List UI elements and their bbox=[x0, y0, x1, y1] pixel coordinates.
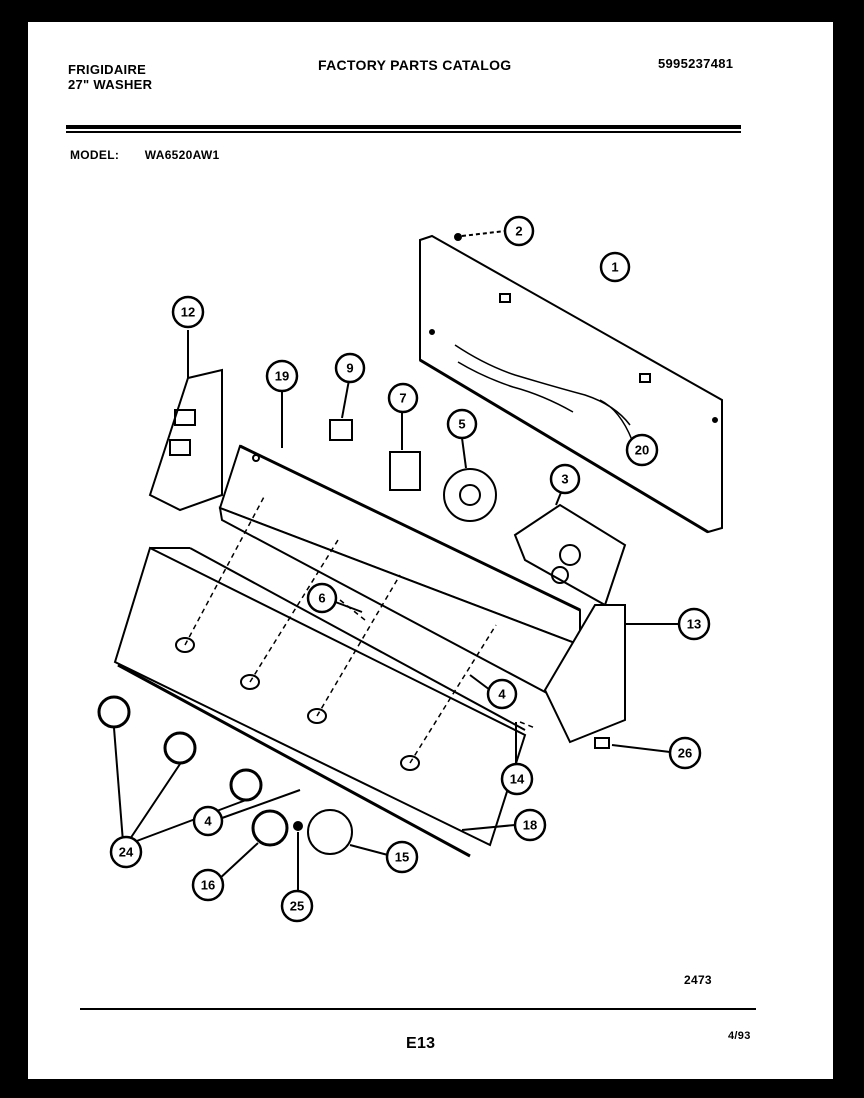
svg-text:2: 2 bbox=[515, 224, 522, 239]
screw-part bbox=[454, 230, 506, 241]
callout-6: 6 bbox=[306, 582, 338, 614]
revision-date: 4/93 bbox=[728, 1030, 751, 1042]
callout-1: 1 bbox=[599, 251, 631, 283]
svg-text:9: 9 bbox=[346, 361, 353, 376]
footer-rule bbox=[80, 1008, 756, 1010]
callout-4b: 4 bbox=[192, 805, 224, 837]
drawing-ref: 2473 bbox=[684, 973, 712, 987]
svg-text:25: 25 bbox=[290, 899, 304, 914]
svg-text:24: 24 bbox=[119, 845, 134, 860]
callout-5: 5 bbox=[446, 408, 478, 440]
leader-lines bbox=[184, 494, 536, 764]
timer-part bbox=[443, 437, 497, 522]
callout-12: 12 bbox=[171, 295, 205, 329]
callout-20: 20 bbox=[625, 433, 659, 467]
svg-text:26: 26 bbox=[678, 746, 692, 761]
svg-text:15: 15 bbox=[395, 850, 409, 865]
callout-2: 2 bbox=[503, 215, 535, 247]
svg-text:14: 14 bbox=[510, 772, 525, 787]
wire-lead bbox=[599, 399, 633, 441]
header-rule-thick bbox=[66, 125, 741, 129]
svg-text:20: 20 bbox=[635, 443, 649, 458]
callout-24: 24 bbox=[109, 835, 143, 869]
svg-text:7: 7 bbox=[399, 391, 406, 406]
catalog-number: 5995237481 bbox=[658, 56, 734, 71]
callout-25: 25 bbox=[280, 889, 314, 923]
svg-text:19: 19 bbox=[275, 369, 289, 384]
model-line: MODEL: WA6520AW1 bbox=[70, 148, 242, 162]
svg-text:5: 5 bbox=[458, 417, 465, 432]
svg-text:16: 16 bbox=[201, 878, 215, 893]
svg-text:13: 13 bbox=[687, 617, 701, 632]
callout-7: 7 bbox=[387, 382, 419, 414]
svg-text:6: 6 bbox=[318, 591, 325, 606]
knob-parts bbox=[97, 695, 263, 843]
callout-15: 15 bbox=[385, 840, 419, 874]
callout-26: 26 bbox=[668, 736, 702, 770]
page-number: E13 bbox=[406, 1035, 436, 1052]
svg-text:12: 12 bbox=[181, 305, 195, 320]
brand-name: FRIGIDAIRE bbox=[68, 62, 147, 77]
svg-text:4: 4 bbox=[204, 814, 212, 829]
switch-part bbox=[329, 379, 353, 441]
end-cap-part bbox=[543, 604, 680, 744]
selector-switch-part bbox=[389, 412, 421, 491]
svg-text:4: 4 bbox=[498, 687, 506, 702]
model-label: MODEL: bbox=[70, 148, 120, 162]
model-value: WA6520AW1 bbox=[144, 148, 220, 162]
catalog-title: FACTORY PARTS CATALOG bbox=[318, 57, 512, 73]
dial-parts bbox=[217, 809, 389, 893]
header-rule-thin bbox=[66, 131, 741, 133]
svg-text:3: 3 bbox=[561, 472, 568, 487]
control-panel-part bbox=[218, 392, 582, 702]
callout-19: 19 bbox=[265, 359, 299, 393]
console-front-part bbox=[113, 546, 527, 858]
end-bracket-part bbox=[148, 330, 223, 512]
callout-13: 13 bbox=[677, 607, 711, 641]
svg-text:18: 18 bbox=[523, 818, 537, 833]
clip-part bbox=[594, 737, 610, 749]
svg-text:1: 1 bbox=[611, 260, 618, 275]
callout-3: 3 bbox=[549, 463, 581, 495]
callout-18: 18 bbox=[513, 808, 547, 842]
callout-4a: 4 bbox=[486, 678, 518, 710]
product-name: 27" WASHER bbox=[68, 77, 153, 92]
callout-16: 16 bbox=[191, 868, 225, 902]
callout-14: 14 bbox=[500, 762, 534, 796]
brand-block: FRIGIDAIRE 27" WASHER bbox=[68, 62, 152, 92]
callout-9: 9 bbox=[334, 352, 366, 384]
